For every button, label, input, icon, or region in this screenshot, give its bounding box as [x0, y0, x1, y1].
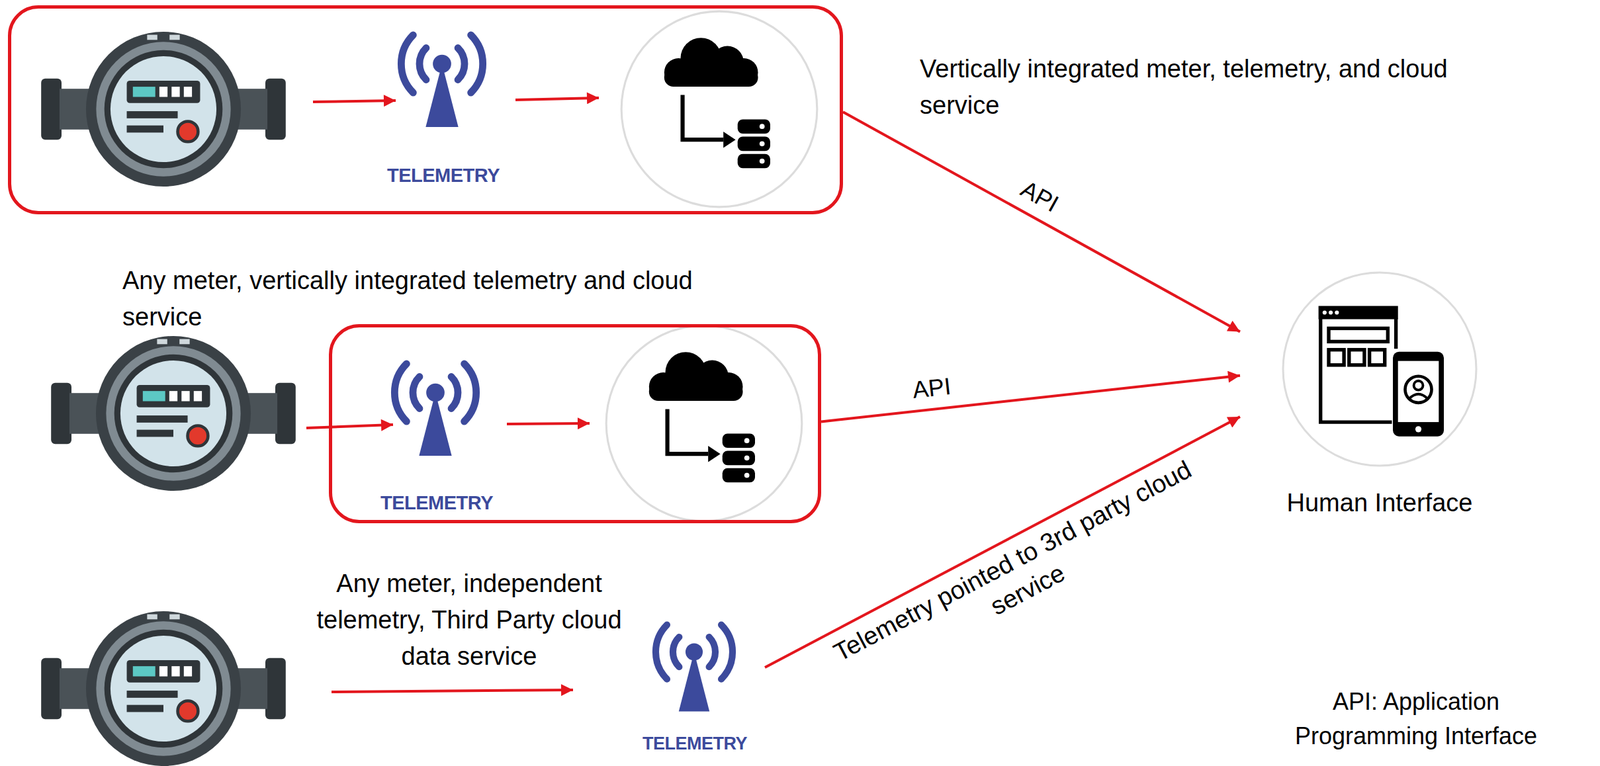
human-interface-icon [1283, 272, 1477, 466]
connector-label: API [911, 371, 953, 407]
glossary-note: API: Application Programming Interface [1260, 684, 1572, 754]
telemetry-node: TELEMETRY [383, 18, 504, 192]
flow-arrow [331, 690, 574, 693]
water-meter-icon [41, 31, 286, 187]
telemetry-label: TELEMETRY [376, 488, 497, 517]
flow-arrow [306, 424, 394, 429]
telemetry-icon [400, 35, 483, 128]
devices-symbol [1318, 306, 1444, 437]
connector-label: Telemetry pointed to 3rd party cloud ser… [811, 445, 1229, 707]
connector-arrow [843, 111, 1241, 332]
connector-label: API [1015, 174, 1065, 220]
flow-arrow [506, 423, 590, 425]
interface-node: Human Interface [1240, 264, 1520, 523]
telemetry-node: TELEMETRY [376, 340, 497, 520]
group-heading: Vertically integrated meter, telemetry, … [919, 50, 1503, 124]
node-label: Human Interface [1240, 485, 1520, 522]
flow-arrows [306, 97, 599, 693]
flow-arrow [515, 97, 599, 100]
telemetry-label: TELEMETRY [624, 731, 765, 757]
telemetry-node: TELEMETRY [624, 608, 765, 760]
connector-arrow [764, 416, 1241, 668]
integration-group-box: Any meter, vertically integrated telemet… [328, 324, 822, 524]
cloud-service-icon [606, 325, 802, 522]
integration-group-box: Vertically integrated meter, telemetry, … [7, 5, 844, 215]
water-meter-icon [41, 611, 286, 766]
group-heading: Any meter, vertically integrated telemet… [122, 262, 732, 336]
cloud-service-icon [621, 11, 818, 208]
telemetry-label: TELEMETRY [383, 161, 504, 190]
telemetry-icon [655, 625, 733, 712]
icon-circle [1283, 272, 1477, 466]
path-description: Any meter, independent telemetry, Third … [310, 565, 628, 675]
flow-arrow [312, 100, 396, 102]
connector-arrow [821, 375, 1241, 423]
water-meter-icon [50, 336, 296, 491]
telemetry-icon [394, 363, 476, 456]
